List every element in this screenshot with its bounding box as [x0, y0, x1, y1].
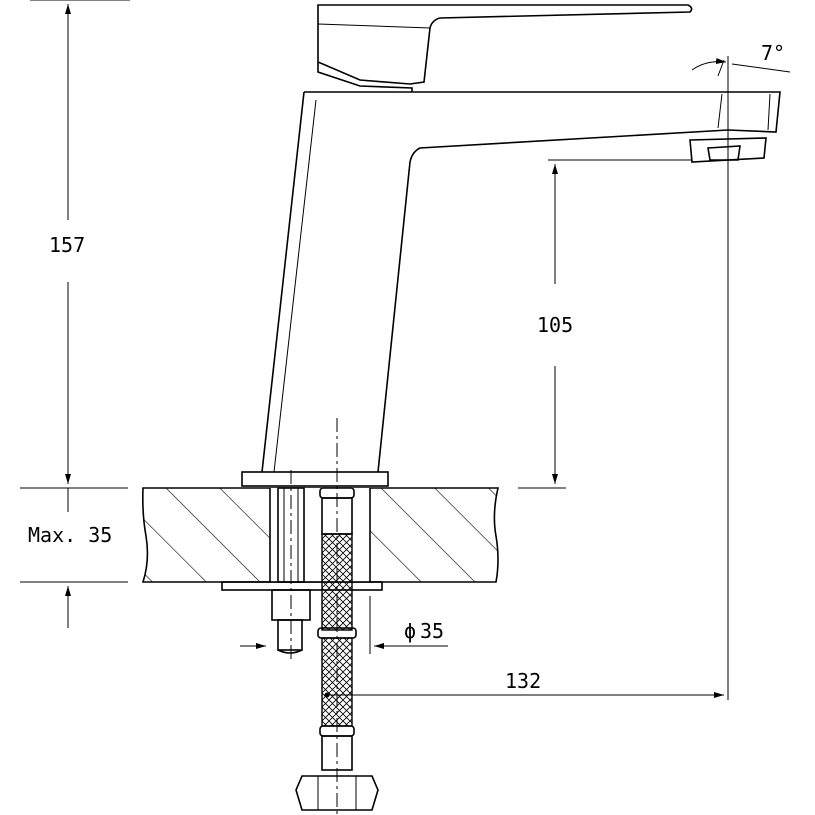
countertop-section: [141, 487, 500, 591]
dimension-132-label: 132: [505, 669, 541, 693]
diameter-symbol: ϕ: [404, 619, 416, 643]
faucet-body: [241, 91, 781, 487]
dimension-spout-reach: 132: [324, 669, 724, 698]
dimension-157-label: 157: [49, 233, 85, 257]
dimension-max35-label: Max. 35: [28, 523, 112, 547]
dimension-total-height: 157: [20, 0, 130, 489]
dimension-7deg-label: 7°: [761, 41, 785, 65]
dimension-spout-height: 105: [518, 159, 692, 489]
aerator: [689, 137, 767, 163]
mounting-stud: [271, 470, 311, 660]
flexible-hose: [295, 418, 379, 815]
dimension-deck-thickness: Max. 35: [20, 488, 128, 628]
lever-handle: [317, 4, 693, 92]
hex-nut: [295, 775, 379, 811]
dimension-hole-diameter: ϕ 35: [240, 596, 448, 654]
dimension-105-label: 105: [537, 313, 573, 337]
dimension-35-label: 35: [420, 619, 444, 643]
dimension-spout-angle: 7°: [691, 41, 791, 700]
